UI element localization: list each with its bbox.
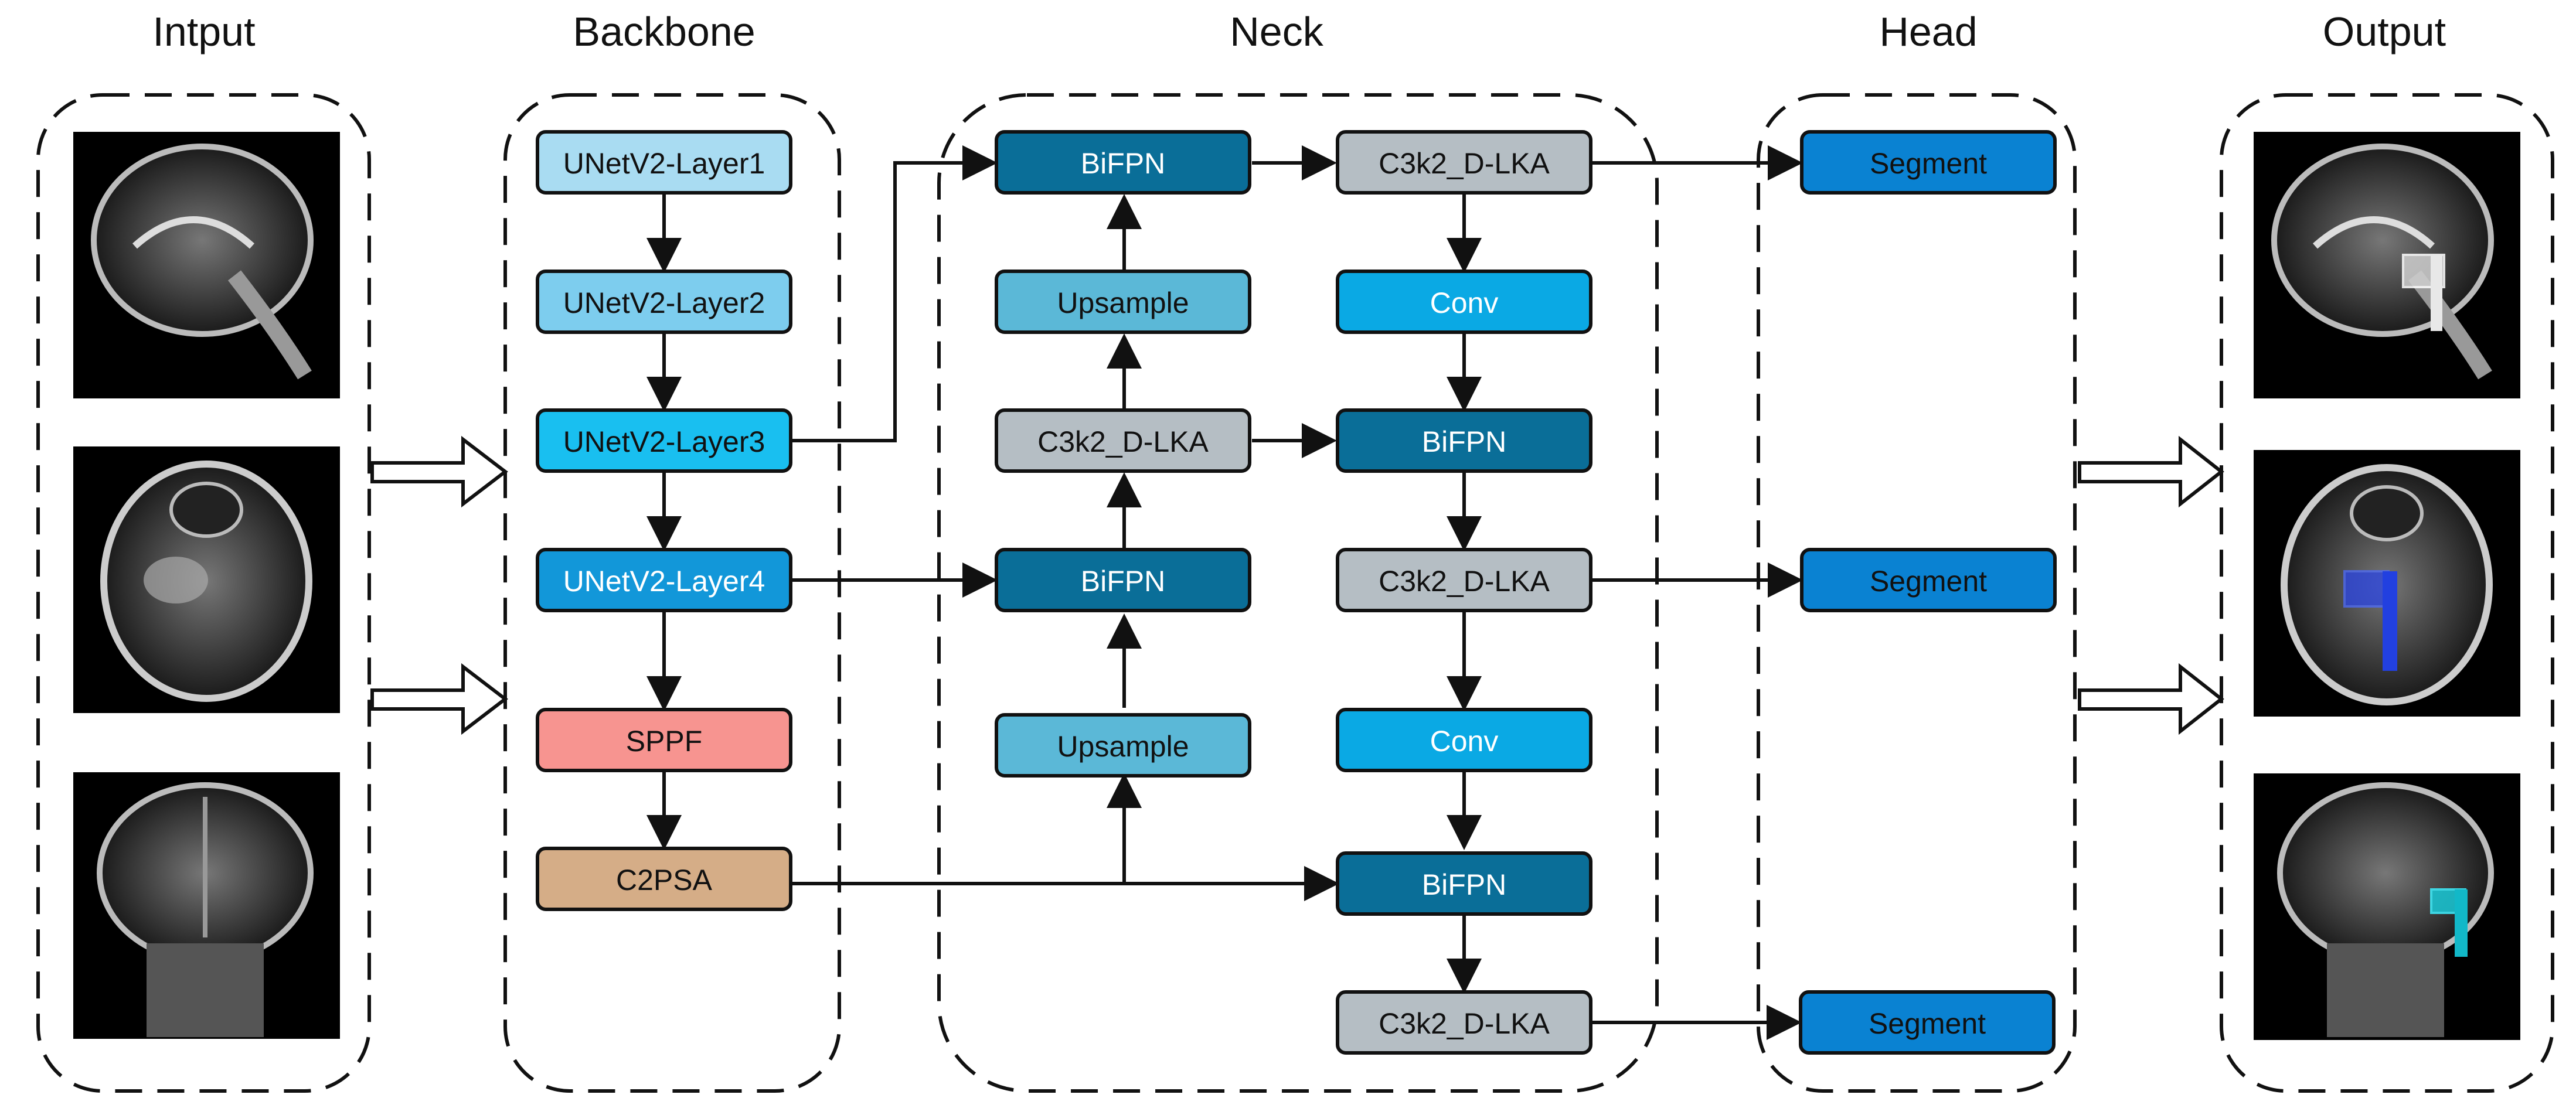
block-neck-bifpn-bottom: BiFPN xyxy=(1336,851,1592,916)
block-label: Segment xyxy=(1870,565,1987,598)
block-neck-conv-bottom: Conv xyxy=(1336,708,1592,772)
edge-layer3-bifpn-top xyxy=(792,145,998,442)
block-label: C3k2_D-LKA xyxy=(1379,1007,1550,1040)
block-label: C2PSA xyxy=(616,864,713,896)
block-label: UNetV2-Layer3 xyxy=(563,425,765,458)
block-label: Segment xyxy=(1869,1007,1986,1040)
block-label: BiFPN xyxy=(1081,147,1165,180)
block-label: C3k2_D-LKA xyxy=(1379,565,1550,598)
block-neck-bifpn-right-top: BiFPN xyxy=(1336,408,1592,473)
block-neck-upsample-bottom: Upsample xyxy=(995,713,1251,778)
detection-label-gray xyxy=(2431,255,2442,331)
block-label: BiFPN xyxy=(1081,565,1165,598)
block-label: Upsample xyxy=(1057,730,1189,763)
flow-arrow-output-upper xyxy=(2078,435,2224,508)
output-mri-axial xyxy=(2254,450,2520,717)
output-mri-coronal xyxy=(2254,773,2520,1040)
block-unetv2-layer2: UNetV2-Layer2 xyxy=(536,270,792,334)
block-sppf: SPPF xyxy=(536,708,792,772)
block-label: Segment xyxy=(1870,147,1987,180)
head-group-frame xyxy=(1757,93,2077,1093)
detection-box-blue xyxy=(2343,570,2390,608)
block-c2psa: C2PSA xyxy=(536,847,792,911)
section-title-output: Output xyxy=(2323,9,2446,54)
section-title-head: Head xyxy=(1879,9,1977,54)
output-group-frame xyxy=(2220,93,2554,1093)
flow-arrow-output-lower xyxy=(2078,663,2224,735)
detection-label-cyan xyxy=(2455,889,2468,957)
block-label: Conv xyxy=(1430,287,1499,319)
input-group-frame xyxy=(36,93,371,1093)
block-segment-top: Segment xyxy=(1800,130,2057,195)
block-neck-c3k2-bottom: C3k2_D-LKA xyxy=(1336,990,1592,1055)
block-segment-bottom: Segment xyxy=(1799,990,2056,1055)
block-label: UNetV2-Layer4 xyxy=(563,565,765,598)
block-label: Upsample xyxy=(1057,287,1189,319)
block-label: C3k2_D-LKA xyxy=(1037,425,1209,458)
block-neck-upsample-top: Upsample xyxy=(995,270,1251,334)
block-neck-bifpn-top: BiFPN xyxy=(995,130,1251,195)
flow-arrow-input-upper xyxy=(370,435,508,508)
block-label: C3k2_D-LKA xyxy=(1379,147,1550,180)
block-label: Conv xyxy=(1430,725,1499,758)
block-segment-mid: Segment xyxy=(1800,548,2057,612)
backbone-group-frame xyxy=(503,93,841,1093)
input-mri-sagittal xyxy=(73,132,340,398)
block-neck-bifpn-mid: BiFPN xyxy=(995,548,1251,612)
block-neck-c3k2-left: C3k2_D-LKA xyxy=(995,408,1251,473)
input-mri-axial xyxy=(73,446,340,713)
block-label: BiFPN xyxy=(1422,425,1506,458)
neck-group-frame xyxy=(937,93,1659,1093)
section-title-input: Intput xyxy=(152,9,255,54)
flow-arrow-input-lower xyxy=(370,663,508,735)
block-label: UNetV2-Layer1 xyxy=(563,147,765,180)
input-mri-coronal xyxy=(73,772,340,1039)
block-neck-conv-top: Conv xyxy=(1336,270,1592,334)
section-title-neck: Neck xyxy=(1230,9,1323,54)
section-title-backbone: Backbone xyxy=(573,9,755,54)
block-label: SPPF xyxy=(626,725,703,758)
detection-label-blue xyxy=(2383,571,2397,671)
block-unetv2-layer4: UNetV2-Layer4 xyxy=(536,548,792,612)
block-neck-c3k2-top: C3k2_D-LKA xyxy=(1336,130,1592,195)
block-unetv2-layer3: UNetV2-Layer3 xyxy=(536,408,792,473)
block-neck-c3k2-mid: C3k2_D-LKA xyxy=(1336,548,1592,612)
block-label: UNetV2-Layer2 xyxy=(563,287,765,319)
block-label: BiFPN xyxy=(1422,868,1506,901)
block-unetv2-layer1: UNetV2-Layer1 xyxy=(536,130,792,195)
output-mri-sagittal xyxy=(2254,132,2520,398)
